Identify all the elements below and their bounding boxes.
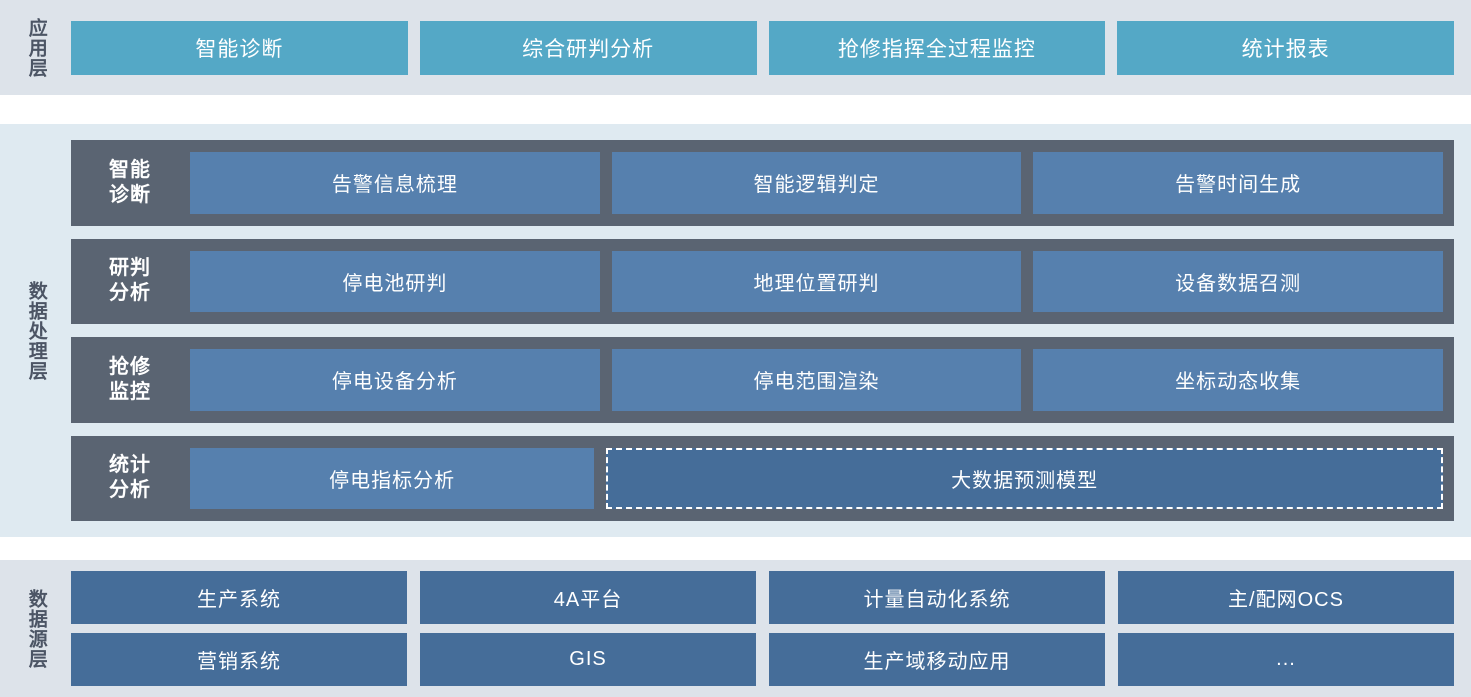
processing-row-intelligent-diagnosis: 智能 诊断 告警信息梳理 智能逻辑判定 告警时间生成 <box>71 140 1454 226</box>
application-card-statistical-report[interactable]: 统计报表 <box>1117 20 1454 75</box>
processing-row-label-statistical-analysis: 统计 分析 <box>82 448 178 510</box>
processing-row-label-intelligent-diagnosis: 智能 诊断 <box>82 152 178 214</box>
processing-card-geographic-location-judgement[interactable]: 地理位置研判 <box>611 250 1022 312</box>
processing-row-label-repair-monitoring: 抢修 监控 <box>82 349 178 411</box>
processing-row-label-judgement-analysis: 研判 分析 <box>82 251 178 313</box>
data-processing-layer-label: 数据处理层 <box>25 280 47 381</box>
processing-row-label-line1: 研判 <box>109 257 151 280</box>
processing-card-device-data-polling[interactable]: 设备数据召测 <box>1033 250 1444 312</box>
application-layer-cards: 智能诊断 综合研判分析 抢修指挥全过程监控 统计报表 <box>71 0 1471 95</box>
processing-row-label-line1: 统计 <box>109 454 151 477</box>
data-source-row-bottom: 营销系统 GIS 生产域移动应用 ... <box>71 633 1454 686</box>
data-source-card-production-system[interactable]: 生产系统 <box>71 571 407 624</box>
data-source-card-production-mobile-app[interactable]: 生产域移动应用 <box>769 633 1105 686</box>
processing-card-outage-index-analysis[interactable]: 停电指标分析 <box>190 447 595 509</box>
application-card-intelligent-diagnosis[interactable]: 智能诊断 <box>71 20 408 75</box>
data-source-layer: 数据源层 生产系统 4A平台 计量自动化系统 主/配网OCS 营销系统 GIS … <box>0 560 1471 697</box>
data-source-layer-label: 数据源层 <box>25 588 47 669</box>
data-processing-layer: 数据处理层 智能 诊断 告警信息梳理 智能逻辑判定 告警时间生成 研判 分析 <box>0 124 1471 537</box>
processing-row-label-line2: 分析 <box>109 479 151 502</box>
processing-card-outage-pool-judgement[interactable]: 停电池研判 <box>190 250 600 312</box>
processing-cards-statistical-analysis: 停电指标分析 大数据预测模型 <box>190 447 1443 509</box>
processing-card-intelligent-logic-judgement[interactable]: 智能逻辑判定 <box>611 152 1022 214</box>
processing-row-judgement-analysis: 研判 分析 停电池研判 地理位置研判 设备数据召测 <box>71 238 1454 324</box>
processing-card-alarm-time-generation[interactable]: 告警时间生成 <box>1033 152 1444 214</box>
processing-row-label-line2: 诊断 <box>109 183 151 206</box>
data-source-card-more[interactable]: ... <box>1118 633 1454 686</box>
application-card-comprehensive-analysis[interactable]: 综合研判分析 <box>419 20 757 75</box>
data-processing-rows: 智能 诊断 告警信息梳理 智能逻辑判定 告警时间生成 研判 分析 停电池研判 地… <box>71 124 1471 537</box>
processing-cards-intelligent-diagnosis: 告警信息梳理 智能逻辑判定 告警时间生成 <box>190 152 1444 214</box>
processing-card-outage-device-analysis[interactable]: 停电设备分析 <box>190 349 600 411</box>
processing-cards-repair-monitoring: 停电设备分析 停电范围渲染 坐标动态收集 <box>190 349 1444 411</box>
processing-card-coordinate-dynamic-collection[interactable]: 坐标动态收集 <box>1033 349 1444 411</box>
processing-row-statistical-analysis: 统计 分析 停电指标分析 大数据预测模型 <box>71 435 1454 521</box>
data-source-card-main-distribution-ocs[interactable]: 主/配网OCS <box>1118 571 1454 624</box>
processing-cards-judgement-analysis: 停电池研判 地理位置研判 设备数据召测 <box>190 250 1444 312</box>
processing-card-outage-range-rendering[interactable]: 停电范围渲染 <box>611 349 1022 411</box>
processing-row-label-line2: 监控 <box>109 380 151 403</box>
data-source-rows: 生产系统 4A平台 计量自动化系统 主/配网OCS 营销系统 GIS 生产域移动… <box>71 560 1471 697</box>
data-source-card-metering-automation-system[interactable]: 计量自动化系统 <box>769 571 1105 624</box>
application-layer: 应用层 智能诊断 综合研判分析 抢修指挥全过程监控 统计报表 <box>0 0 1471 95</box>
application-card-repair-monitoring[interactable]: 抢修指挥全过程监控 <box>768 20 1106 75</box>
processing-card-alarm-info-sorting[interactable]: 告警信息梳理 <box>190 152 600 214</box>
processing-row-label-line1: 抢修 <box>109 355 151 378</box>
processing-card-bigdata-prediction-model[interactable]: 大数据预测模型 <box>606 447 1443 509</box>
data-source-card-marketing-system[interactable]: 营销系统 <box>71 633 407 686</box>
application-layer-label: 应用层 <box>25 17 47 78</box>
data-source-card-4a-platform[interactable]: 4A平台 <box>420 571 756 624</box>
processing-row-label-line1: 智能 <box>109 158 151 181</box>
processing-row-repair-monitoring: 抢修 监控 停电设备分析 停电范围渲染 坐标动态收集 <box>71 337 1454 423</box>
processing-row-label-line2: 分析 <box>109 282 151 305</box>
data-source-row-top: 生产系统 4A平台 计量自动化系统 主/配网OCS <box>71 571 1454 624</box>
data-source-card-gis[interactable]: GIS <box>420 633 756 686</box>
